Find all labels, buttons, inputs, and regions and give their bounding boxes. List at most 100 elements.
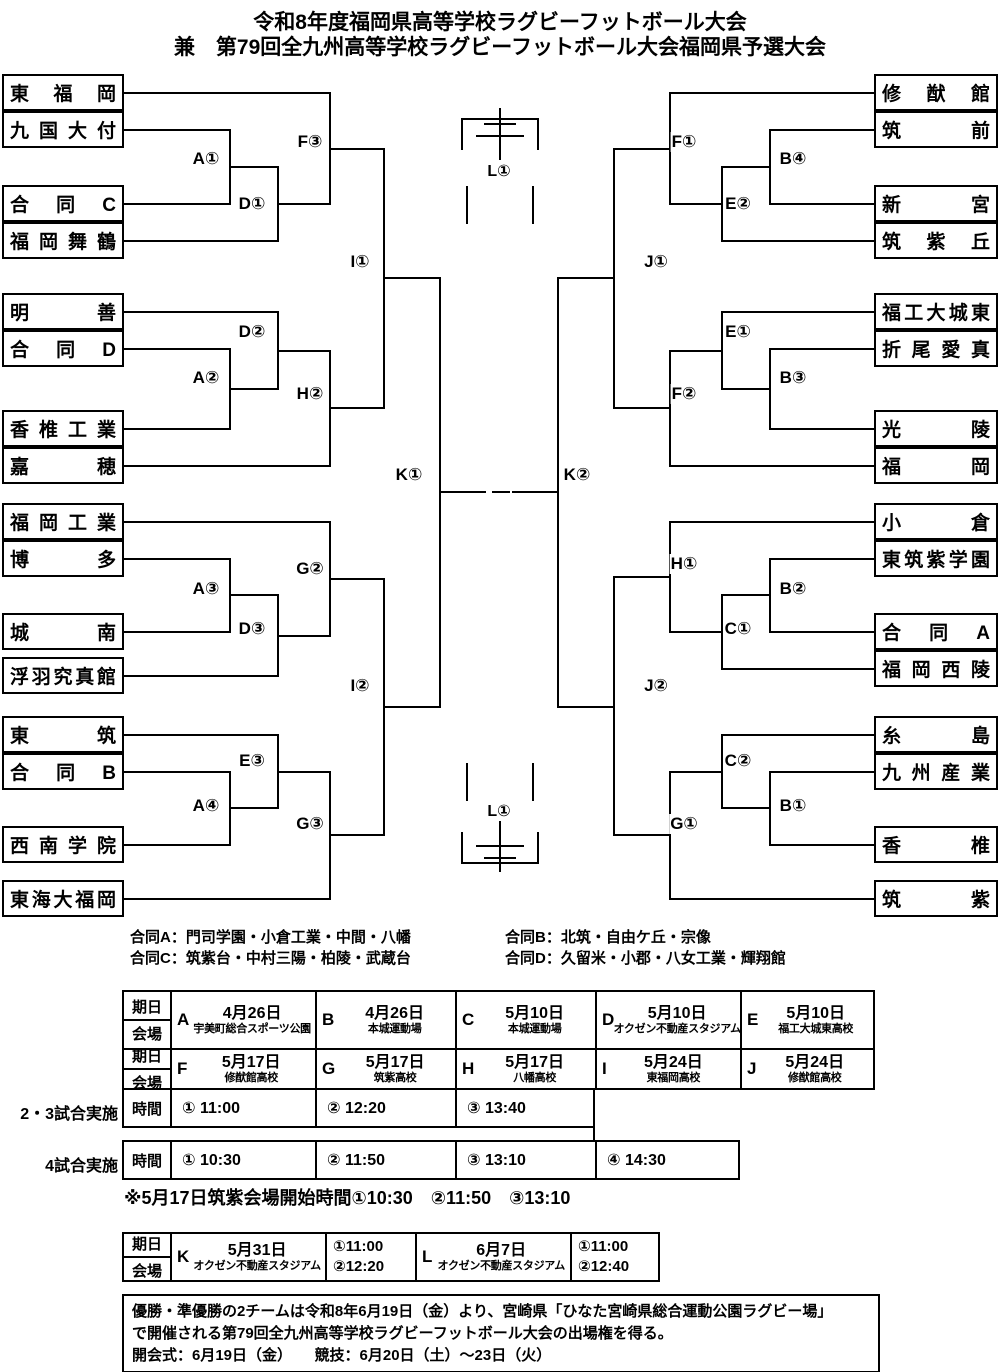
bracket-line xyxy=(769,348,874,350)
venue-date: 4月26日 xyxy=(222,1004,282,1022)
bracket-line xyxy=(669,92,874,94)
team-box: 香椎 xyxy=(874,826,998,863)
chikushi-start-time-note: ※5月17日筑紫会場開始時間①10:30 ②11:50 ③13:10 xyxy=(124,1188,571,1208)
bracket-line xyxy=(229,807,279,809)
team-box: 合同C xyxy=(2,185,124,222)
bracket-line xyxy=(124,734,279,736)
venue-name: オクゼン不動産スタジアム xyxy=(614,1023,740,1035)
venue-info: 5月17日 筑紫高校 xyxy=(335,1053,455,1085)
bracket-line xyxy=(124,240,279,242)
final-venue-cell: L 6月7日 オクゼン不動産スタジアム xyxy=(415,1234,570,1280)
venue-letter: L xyxy=(422,1247,433,1266)
team-box: 九州産業 xyxy=(874,753,998,790)
venue-date: 5月10日 xyxy=(647,1004,707,1022)
joint-team-note-d: 合同D：久留米・小郡・八女工業・輝翔館 xyxy=(505,950,786,967)
bracket-line xyxy=(769,129,874,131)
bracket-line xyxy=(721,240,874,242)
times-header: 時間 xyxy=(131,1152,162,1170)
team-name: 合同A xyxy=(882,623,990,644)
bracket-line xyxy=(669,771,723,773)
goalpost-icon-line xyxy=(537,832,539,864)
times-4-row: 時間 ① 10:30 ② 11:50 ③ 13:10 ④ 14:30 xyxy=(122,1140,740,1180)
team-name: 新宮 xyxy=(882,195,990,216)
venue-row-1: 期日 会場 A 4月26日 宇美町総合スポーツ公園 B 4月26日 本城運動場 … xyxy=(124,992,873,1048)
bracket-line xyxy=(512,491,559,493)
bracket-line xyxy=(669,521,874,523)
match-label: C① xyxy=(723,619,753,639)
match-label: B④ xyxy=(778,149,808,169)
bracket-line xyxy=(277,771,331,773)
venue-date: 5月31日 xyxy=(227,1241,287,1259)
venue-schedule-table: 期日 会場 A 4月26日 宇美町総合スポーツ公園 B 4月26日 本城運動場 … xyxy=(122,990,875,1092)
time-slot: ③ 13:40 xyxy=(455,1090,593,1126)
team-box: 東筑紫学園 xyxy=(874,540,998,577)
time-slot: ③ 13:10 xyxy=(455,1142,595,1178)
team-name: 福岡西陵 xyxy=(882,660,990,681)
bracket-line xyxy=(669,465,874,467)
bracket-line xyxy=(557,277,615,279)
venue-letter: K xyxy=(177,1247,190,1266)
bracket-line xyxy=(124,521,331,523)
match-label: F③ xyxy=(296,132,324,152)
team-box: 筑紫 xyxy=(874,880,998,917)
match-label: B① xyxy=(778,796,808,816)
team-name: 修猷館 xyxy=(882,84,990,105)
bracket-line xyxy=(721,166,771,168)
bracket-line xyxy=(277,203,331,205)
venue-date: 5月10日 xyxy=(505,1004,564,1022)
times-4-side-label: 4試合実施 xyxy=(45,1158,118,1175)
venue-date: 5月17日 xyxy=(365,1053,425,1071)
match-label: J① xyxy=(643,252,669,272)
bracket-line xyxy=(277,635,331,637)
team-name: 浮羽究真館 xyxy=(10,667,116,688)
venue-date: 5月24日 xyxy=(644,1053,703,1071)
venue-info: 5月10日 本城運動場 xyxy=(474,1004,595,1036)
team-name: 福岡工業 xyxy=(10,513,116,534)
team-name: 城南 xyxy=(10,623,116,644)
header-divider xyxy=(124,1256,170,1258)
team-box: 修猷館 xyxy=(874,74,998,111)
qualification-line: 開会式：6月19日（金） 競技：6月20日（土）～23日（火） xyxy=(132,1346,552,1364)
venue-name: 修猷館高校 xyxy=(224,1072,278,1084)
bracket-line xyxy=(769,631,874,633)
bracket-line xyxy=(613,834,671,836)
match-label: G① xyxy=(669,814,699,834)
time-slot: ②12:40 xyxy=(578,1258,630,1275)
venue-row-2: 期日 会場 F 5月17日 修猷館高校 G 5月17日 筑紫高校 H xyxy=(124,1048,873,1092)
team-box: 東海大福岡 xyxy=(2,880,124,917)
match-label: A① xyxy=(191,149,221,169)
goalpost-icon-line xyxy=(461,118,539,120)
team-name: 折尾愛真 xyxy=(882,340,990,361)
team-box: 嘉穂 xyxy=(2,447,124,484)
time-slot: ①11:00 xyxy=(578,1237,629,1255)
match-label: I② xyxy=(349,676,371,696)
team-name: 福工大城東 xyxy=(882,303,990,324)
bracket-line xyxy=(721,388,771,390)
bracket-line xyxy=(669,350,723,352)
venue-letter: E xyxy=(747,1010,759,1029)
venue-letter: A xyxy=(177,1010,190,1029)
time-slot: ②12:20 xyxy=(333,1258,385,1275)
final-times-cell: ①11:00 ②12:40 xyxy=(570,1234,658,1280)
header-date-label: 期日 xyxy=(131,999,162,1016)
venue-name: 修猷館高校 xyxy=(787,1072,842,1084)
venue-name: オクゼン不動産スタジアム xyxy=(193,1260,321,1272)
time-slot: ② 11:50 xyxy=(315,1142,455,1178)
team-box: 福岡 xyxy=(874,447,998,484)
venue-date: 5月24日 xyxy=(785,1053,845,1071)
team-name: 東海大福岡 xyxy=(10,890,116,911)
match-label: A② xyxy=(191,368,221,388)
time-slot: ① 10:30 xyxy=(170,1142,315,1178)
team-box: 福岡西陵 xyxy=(874,650,998,687)
team-name: 博多 xyxy=(10,550,116,571)
venue-info: 5月24日 東福岡高校 xyxy=(607,1053,740,1085)
venue-name: 宇美町総合スポーツ公園 xyxy=(193,1023,311,1035)
venue-cell: H 5月17日 八幡高校 xyxy=(455,1050,595,1088)
bracket-line xyxy=(769,428,874,430)
times-23-side-label: 2・3試合実施 xyxy=(20,1106,118,1123)
match-label: A④ xyxy=(191,796,221,816)
team-name: 東筑紫学園 xyxy=(882,550,990,571)
team-name: 香椎工業 xyxy=(10,420,116,441)
team-name: 福岡舞鶴 xyxy=(10,232,116,253)
team-box: 福工大城東 xyxy=(874,293,998,330)
